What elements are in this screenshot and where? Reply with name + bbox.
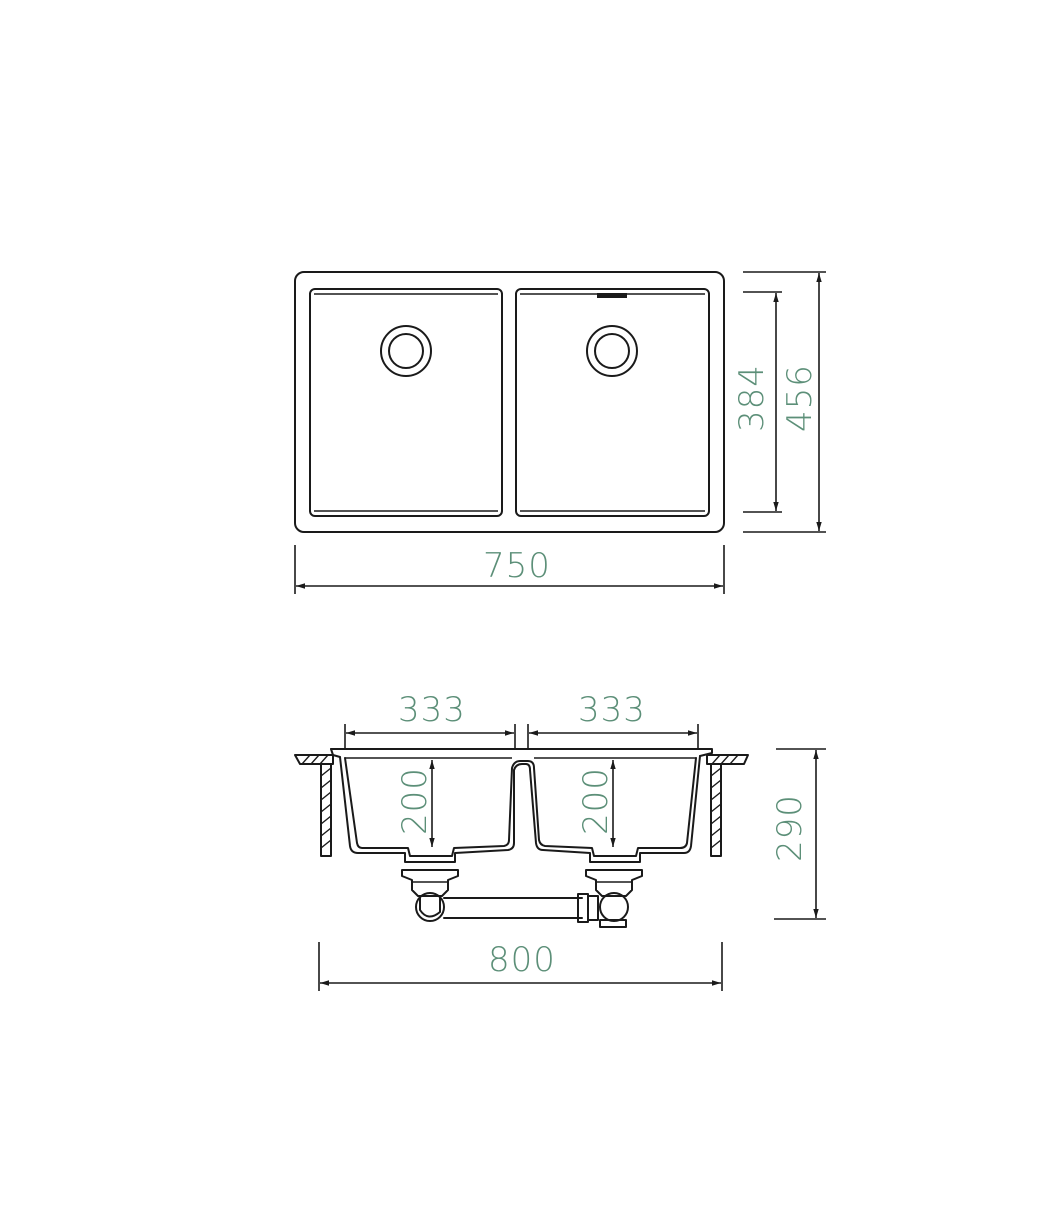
dimension-left-bowl-width: 333 [344, 690, 516, 748]
dimension-label-750: 750 [483, 546, 551, 586]
dimension-overall-height: 290 [770, 748, 826, 920]
top-view: 750 384 456 [294, 271, 826, 594]
left-drain-fitting [401, 869, 459, 922]
dimension-label-200-right: 200 [576, 767, 616, 835]
left-drain-inner [388, 333, 424, 369]
dimension-label-333-right: 333 [578, 690, 646, 730]
dimension-overall-depth: 456 [743, 271, 826, 533]
right-drain-outer [586, 325, 638, 377]
sink-outer-outline [294, 271, 725, 533]
dimension-right-bowl-width: 333 [527, 690, 699, 748]
left-drain-outer [380, 325, 432, 377]
right-drain-inner [594, 333, 630, 369]
dimension-overall-width: 750 [294, 545, 725, 594]
dimension-label-456: 456 [780, 364, 820, 432]
overflow-slot [597, 293, 627, 298]
left-bowl-top [309, 288, 503, 517]
section-view: 333 333 200 200 290 800 [294, 690, 826, 991]
sink-section-body [330, 748, 713, 863]
dimension-bowl-depth: 384 [732, 291, 782, 513]
dimension-cutout-width: 800 [318, 940, 723, 991]
dimension-label-200-left: 200 [395, 767, 435, 835]
dimension-label-333-left: 333 [398, 690, 466, 730]
dimension-label-384: 384 [732, 364, 772, 432]
dimension-label-290: 290 [770, 794, 810, 862]
left-countertop [294, 754, 334, 857]
dimension-right-bowl-depth: 200 [576, 760, 616, 847]
dimension-label-800: 800 [488, 940, 556, 980]
dimension-left-bowl-depth: 200 [395, 760, 435, 847]
right-countertop [706, 754, 749, 857]
right-bowl-top [515, 288, 710, 517]
connecting-waste-pipe [443, 893, 627, 928]
